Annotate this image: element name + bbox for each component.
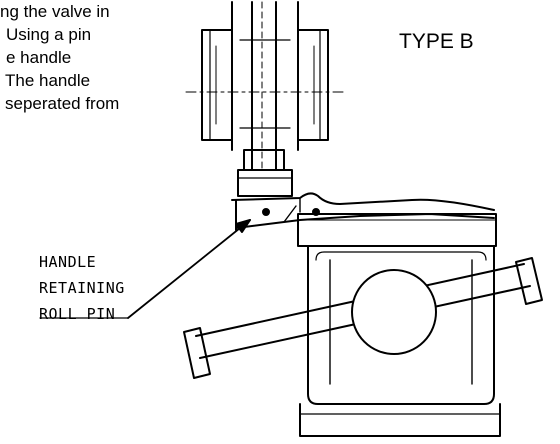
handle-bar: [183, 257, 543, 379]
instruction-text: ng the valve in Using a pin e handle The…: [0, 0, 119, 115]
lever-arm: [231, 192, 495, 231]
actuator-body: [297, 213, 501, 437]
callout-label: HANDLE RETAINING ROLL PIN: [39, 249, 125, 327]
instruction-line: ng the valve in: [0, 2, 110, 21]
instruction-line: The handle: [5, 71, 91, 90]
type-label: TYPE B: [399, 30, 474, 53]
upper-valve: [185, 1, 345, 197]
instruction-line: Using a pin: [6, 25, 92, 44]
callout-line: RETAINING: [39, 279, 125, 297]
callout-line: ROLL PIN: [39, 305, 116, 323]
callout-leader: [39, 219, 251, 319]
instruction-line: e handle: [6, 48, 72, 67]
instruction-line: seperated from: [5, 94, 120, 113]
callout-line: HANDLE: [39, 253, 97, 271]
